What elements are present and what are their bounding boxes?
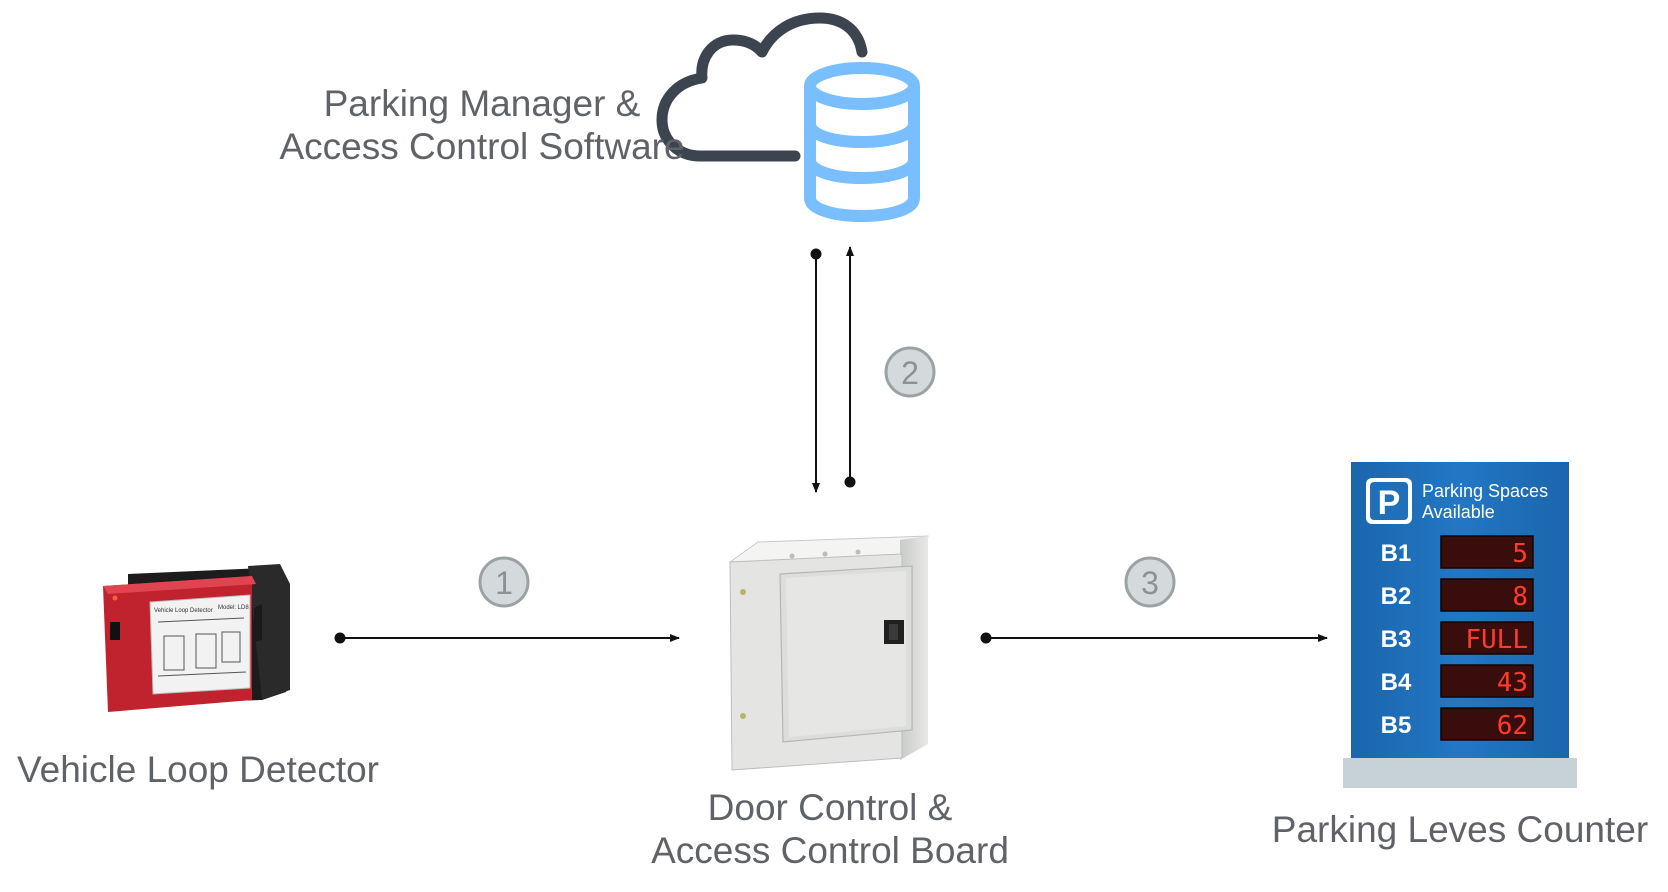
detector-model-text: Model: LD8: [218, 605, 249, 611]
connector-board-to-software: [844, 246, 856, 488]
board-label-line2: Access Control Board: [651, 830, 1009, 871]
sign-led-value: 62: [1497, 711, 1528, 741]
detector-brand-text: Vehicle Loop Detector: [154, 608, 213, 614]
sign-led-value: 43: [1497, 668, 1528, 698]
counter-label: Parking Leves Counter: [1260, 808, 1660, 851]
sign-led-value: 8: [1512, 582, 1528, 612]
sign-title-line2: Available: [1422, 502, 1495, 522]
sign-led-value: 5: [1512, 539, 1528, 569]
vehicle-loop-detector-device: Vehicle Loop Detector Model: LD8: [103, 564, 290, 712]
software-label: Parking Manager & Access Control Softwar…: [262, 82, 702, 168]
cloud-database-icon: [656, 12, 920, 222]
sign-led-panel: [1440, 621, 1534, 655]
sign-level-label: B5: [1381, 712, 1412, 739]
detector-label: Vehicle Loop Detector: [0, 748, 396, 791]
sign-row-b1: B1 5: [1381, 535, 1534, 569]
software-label-line1: Parking Manager &: [323, 83, 641, 124]
sign-led-panel: [1440, 707, 1534, 741]
sign-led-panel: [1440, 535, 1534, 569]
board-label-line1: Door Control &: [707, 787, 953, 828]
software-label-line2: Access Control Software: [279, 126, 685, 167]
sign-title-line1: Parking Spaces: [1422, 481, 1548, 501]
step-badge-1-text: 1: [495, 565, 513, 601]
connector-software-to-board: [810, 248, 822, 493]
step-badge-2-text: 2: [901, 355, 919, 391]
sign-led-panel: [1440, 578, 1534, 612]
sign-row-b5: B5 62: [1381, 707, 1534, 741]
cloud-outline: [656, 12, 868, 162]
board-label: Door Control & Access Control Board: [630, 786, 1030, 872]
counter-label-text: Parking Leves Counter: [1271, 809, 1649, 850]
step-badge-2: 2: [884, 346, 936, 398]
sign-row-b4: B4 43: [1381, 664, 1534, 698]
step-badge-3-text: 3: [1141, 565, 1159, 601]
connector-board-to-counter: [980, 632, 1328, 644]
parking-p-logo: P: [1378, 484, 1401, 522]
connector-detector-to-board: [334, 632, 680, 644]
step-badge-3: 3: [1124, 556, 1176, 608]
sign-level-label: B2: [1381, 583, 1412, 610]
detector-label-text: Vehicle Loop Detector: [16, 749, 379, 790]
sign-level-label: B1: [1381, 540, 1412, 567]
database-icon: [804, 62, 920, 222]
sign-level-label: B3: [1381, 626, 1412, 653]
sign-row-b2: B2 8: [1381, 578, 1534, 612]
door-control-cabinet-device: [728, 535, 929, 771]
sign-led-panel: [1440, 664, 1534, 698]
sign-level-label: B4: [1381, 669, 1412, 696]
sign-led-value: FULL: [1465, 625, 1528, 655]
step-badge-1: 1: [478, 556, 530, 608]
sign-row-b3: B3 FULL: [1381, 621, 1534, 655]
